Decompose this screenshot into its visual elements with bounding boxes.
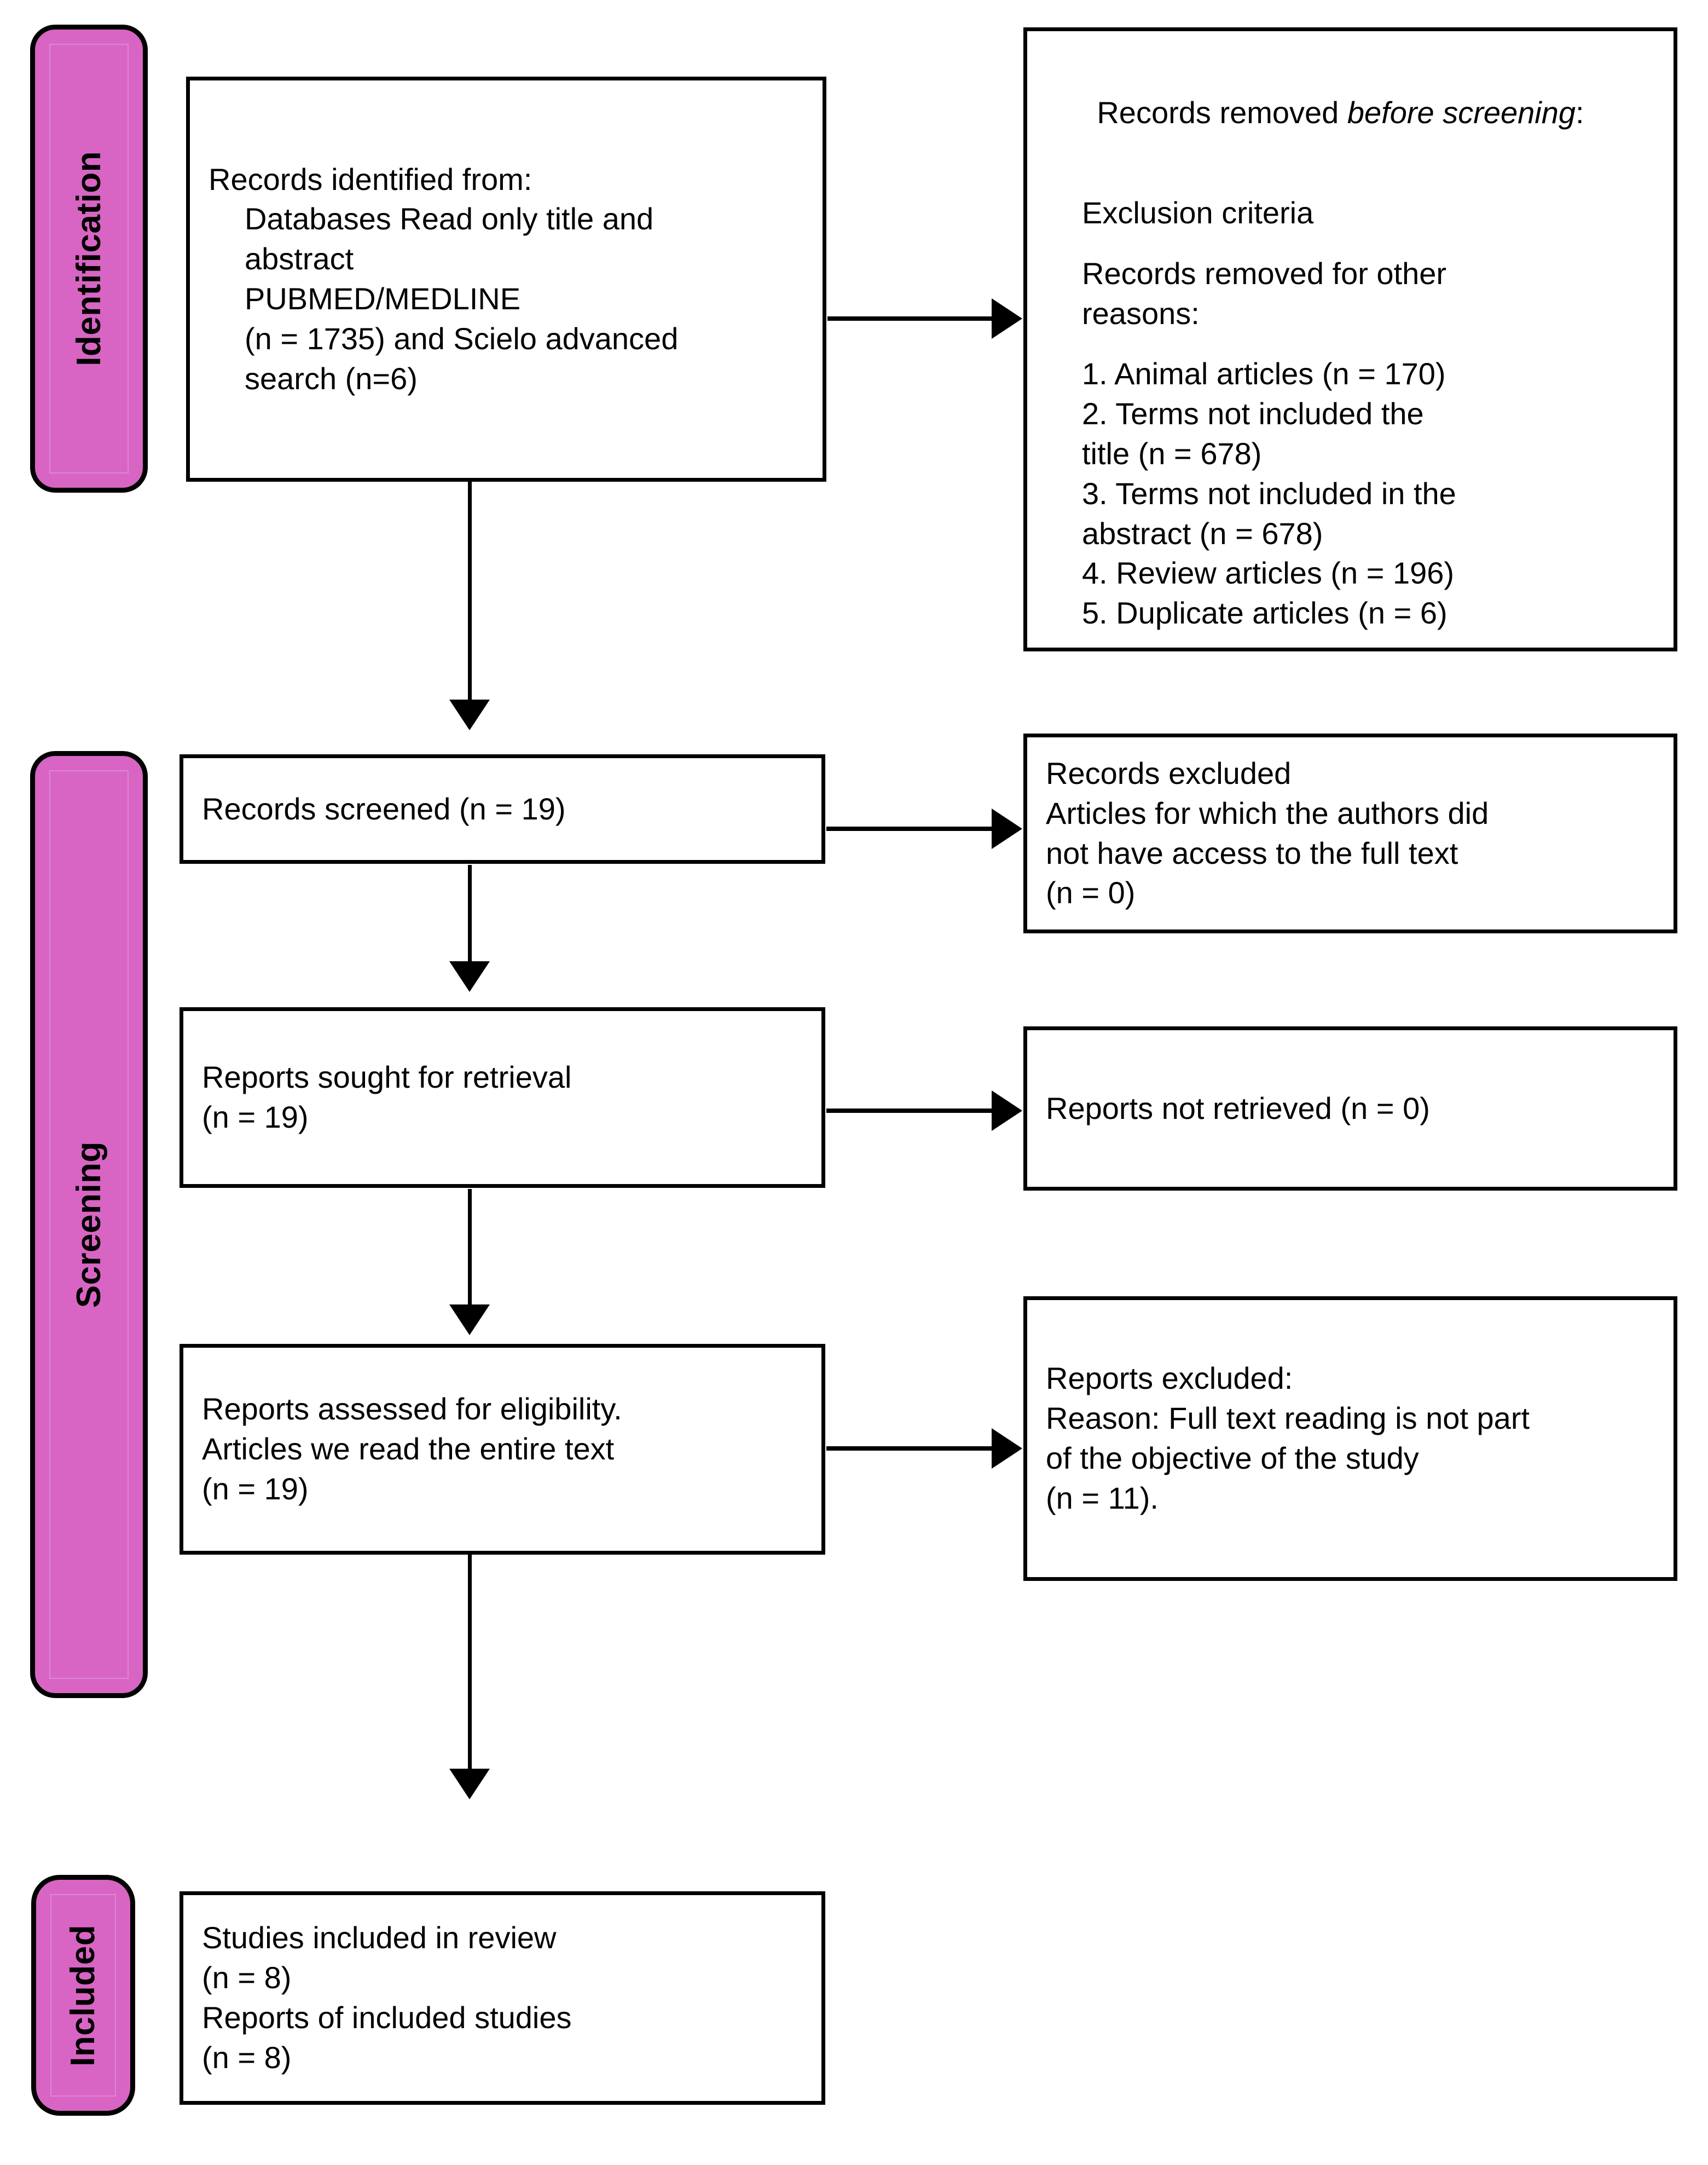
connector-assessed-to-excluded-arrow bbox=[992, 1428, 1022, 1469]
other-reasons-line2: reasons: bbox=[1082, 296, 1200, 331]
records-identified-line6: search (n=6) bbox=[245, 361, 418, 396]
connector-identified-to-screened-line bbox=[468, 482, 472, 701]
reports-excluded-line2: Reason: Full text reading is not part bbox=[1046, 1401, 1530, 1436]
records-identified-line5: (n = 1735) and Scielo advanced bbox=[245, 321, 679, 356]
stage-label-identification: Identification bbox=[70, 151, 108, 366]
removal-reason-2b: title (n = 678) bbox=[1082, 436, 1262, 471]
records-identified-line2: Databases Read only title and bbox=[245, 201, 654, 236]
studies-included-line2: (n = 8) bbox=[202, 1960, 292, 1995]
box-reports-not-retrieved: Reports not retrieved (n = 0) bbox=[1023, 1026, 1677, 1191]
reports-assessed-line1: Reports assessed for eligibility. bbox=[202, 1392, 622, 1427]
reports-assessed-line2: Articles we read the entire text bbox=[202, 1431, 615, 1467]
stage-bar-screening: Screening bbox=[30, 751, 148, 1698]
removal-reason-5: 5. Duplicate articles (n = 6) bbox=[1082, 596, 1448, 631]
studies-included-line1: Studies included in review bbox=[202, 1920, 557, 1955]
records-excluded-line3: not have access to the full text bbox=[1046, 835, 1458, 870]
connector-assessed-to-included-line bbox=[468, 1555, 472, 1771]
removal-reason-3a: 3. Terms not included in the bbox=[1082, 476, 1456, 511]
studies-included-line3: Reports of included studies bbox=[202, 2000, 572, 2035]
reports-sought-line1: Reports sought for retrieval bbox=[202, 1060, 572, 1095]
connector-screened-to-sought-line bbox=[468, 865, 472, 963]
connector-identified-to-removed-line bbox=[827, 316, 992, 321]
removal-reason-2a: 2. Terms not included the bbox=[1082, 396, 1424, 431]
records-screened-line1: Records screened (n = 19) bbox=[202, 791, 566, 826]
removal-reason-1: 1. Animal articles (n = 170) bbox=[1082, 356, 1446, 391]
connector-assessed-to-excluded-line bbox=[826, 1446, 992, 1451]
spacer bbox=[1046, 334, 1655, 355]
connector-assessed-to-included-arrow bbox=[449, 1769, 490, 1799]
box-studies-included: Studies included in review (n = 8) Repor… bbox=[180, 1891, 825, 2105]
records-removed-heading: Records removed before screening: bbox=[1046, 53, 1655, 172]
records-excluded-line1: Records excluded bbox=[1046, 755, 1292, 790]
stage-bar-identification: Identification bbox=[30, 25, 148, 493]
reports-not-retrieved-line1: Reports not retrieved (n = 0) bbox=[1046, 1090, 1430, 1125]
connector-sought-to-assessed-line bbox=[468, 1189, 472, 1307]
connector-sought-to-assessed-arrow bbox=[449, 1304, 490, 1335]
reports-sought-line2: (n = 19) bbox=[202, 1100, 309, 1134]
connector-sought-to-notretrieved-line bbox=[826, 1109, 992, 1113]
connector-screened-to-excluded-line bbox=[826, 827, 992, 831]
removal-reason-4: 4. Review articles (n = 196) bbox=[1082, 556, 1455, 591]
box-records-screened: Records screened (n = 19) bbox=[180, 754, 825, 864]
exclusion-criteria-label: Exclusion criteria bbox=[1082, 195, 1314, 230]
records-identified-line4: PUBMED/MEDLINE bbox=[245, 281, 521, 316]
stage-label-included: Included bbox=[64, 1924, 102, 2066]
stage-bar-included: Included bbox=[31, 1875, 135, 2116]
reports-excluded-line3: of the objective of the study bbox=[1046, 1441, 1419, 1475]
records-identified-line1: Records identified from: bbox=[209, 161, 532, 197]
connector-screened-to-sought-arrow bbox=[449, 961, 490, 992]
records-excluded-line4: (n = 0) bbox=[1046, 875, 1136, 910]
connector-identified-to-removed-arrow bbox=[992, 298, 1022, 339]
stage-label-screening: Screening bbox=[70, 1141, 108, 1308]
connector-identified-to-screened-arrow bbox=[449, 700, 490, 730]
box-reports-excluded: Reports excluded: Reason: Full text read… bbox=[1023, 1296, 1677, 1581]
studies-included-line4: (n = 8) bbox=[202, 2040, 292, 2075]
removal-reason-3b: abstract (n = 678) bbox=[1082, 516, 1323, 551]
reports-excluded-line1: Reports excluded: bbox=[1046, 1361, 1293, 1396]
box-records-excluded: Records excluded Articles for which the … bbox=[1023, 734, 1677, 933]
reports-assessed-line3: (n = 19) bbox=[202, 1471, 309, 1506]
connector-sought-to-notretrieved-arrow bbox=[992, 1090, 1022, 1131]
box-records-identified: Records identified from: Databases Read … bbox=[186, 77, 826, 482]
records-removed-heading-italic: before screening bbox=[1347, 95, 1576, 130]
box-records-removed: Records removed before screening: Exclus… bbox=[1023, 27, 1677, 651]
box-reports-sought: Reports sought for retrieval (n = 19) bbox=[180, 1007, 825, 1188]
records-excluded-line2: Articles for which the authors did bbox=[1046, 795, 1489, 830]
spacer bbox=[1046, 172, 1655, 193]
records-removed-heading-prefix: Records removed bbox=[1097, 95, 1347, 130]
box-reports-assessed: Reports assessed for eligibility. Articl… bbox=[180, 1344, 825, 1555]
records-removed-heading-suffix: : bbox=[1576, 95, 1584, 130]
connector-screened-to-excluded-arrow bbox=[992, 809, 1022, 849]
spacer bbox=[1046, 233, 1655, 254]
reports-excluded-line4: (n = 11). bbox=[1046, 1480, 1159, 1515]
records-identified-line3: abstract bbox=[245, 241, 354, 276]
other-reasons-line1: Records removed for other bbox=[1082, 256, 1447, 291]
